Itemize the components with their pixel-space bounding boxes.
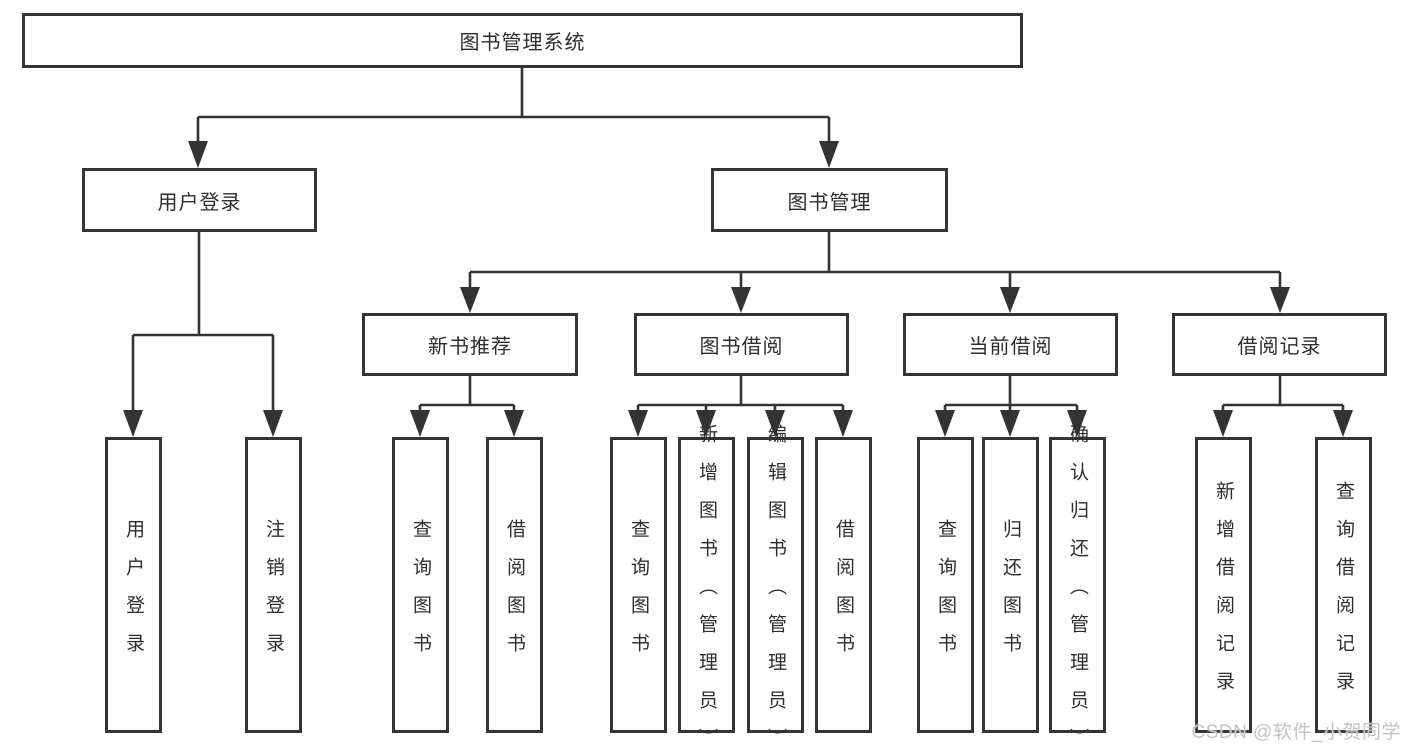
- leaf-label: 查询图书: [628, 518, 649, 671]
- leaf-label: 借阅图书: [504, 518, 525, 671]
- leaf-query-borrow-record: 查询借阅记录: [1315, 437, 1372, 733]
- leaf-borrow-books-recommend: 借阅图书: [486, 437, 543, 733]
- leaf-user-login: 用户登录: [105, 437, 162, 733]
- leaf-query-books-borrow: 查询图书: [610, 437, 667, 733]
- leaf-label: 新增借阅记录: [1213, 480, 1234, 709]
- node-label: 借阅记录: [1237, 336, 1322, 358]
- node-borrow-records: 借阅记录: [1172, 313, 1387, 376]
- leaf-label: 确认归还（管理员）: [1067, 423, 1088, 747]
- node-system-root: 图书管理系统: [22, 13, 1023, 68]
- leaf-label: 新增图书（管理员）: [696, 423, 717, 747]
- leaf-label: 查询图书: [935, 518, 956, 671]
- node-book-borrow: 图书借阅: [634, 313, 849, 376]
- leaf-add-book-admin: 新增图书（管理员）: [678, 424, 735, 747]
- node-new-book-recommend: 新书推荐: [362, 313, 578, 376]
- leaf-add-borrow-record: 新增借阅记录: [1195, 437, 1252, 733]
- leaf-label: 归还图书: [1000, 518, 1021, 671]
- leaf-confirm-return-admin: 确认归还（管理员）: [1049, 424, 1106, 747]
- node-label: 当前借阅: [968, 336, 1053, 358]
- leaf-label: 用户登录: [123, 518, 144, 671]
- node-label: 新书推荐: [428, 336, 512, 358]
- leaf-label: 注销登录: [263, 518, 284, 671]
- leaf-edit-book-admin: 编辑图书（管理员）: [747, 424, 804, 747]
- leaf-label: 编辑图书（管理员）: [765, 423, 786, 747]
- leaf-return-book: 归还图书: [982, 437, 1039, 733]
- node-label: 图书借阅: [699, 336, 784, 358]
- node-label: 图书管理系统: [459, 32, 586, 54]
- leaf-label: 查询图书: [410, 518, 431, 671]
- node-book-management: 图书管理: [711, 168, 948, 232]
- leaf-query-books-current: 查询图书: [917, 437, 974, 733]
- leaf-logout: 注销登录: [245, 437, 302, 733]
- leaf-borrow-books: 借阅图书: [815, 437, 872, 733]
- leaf-label: 借阅图书: [833, 518, 854, 671]
- watermark-text: CSDN @软件_小贺同学: [1191, 722, 1401, 743]
- leaf-label: 查询借阅记录: [1333, 480, 1354, 709]
- node-label: 图书管理: [787, 191, 872, 214]
- leaf-query-books-recommend: 查询图书: [392, 437, 449, 733]
- node-user-login: 用户登录: [82, 168, 317, 232]
- node-label: 用户登录: [157, 191, 242, 214]
- node-current-borrow: 当前借阅: [903, 313, 1118, 376]
